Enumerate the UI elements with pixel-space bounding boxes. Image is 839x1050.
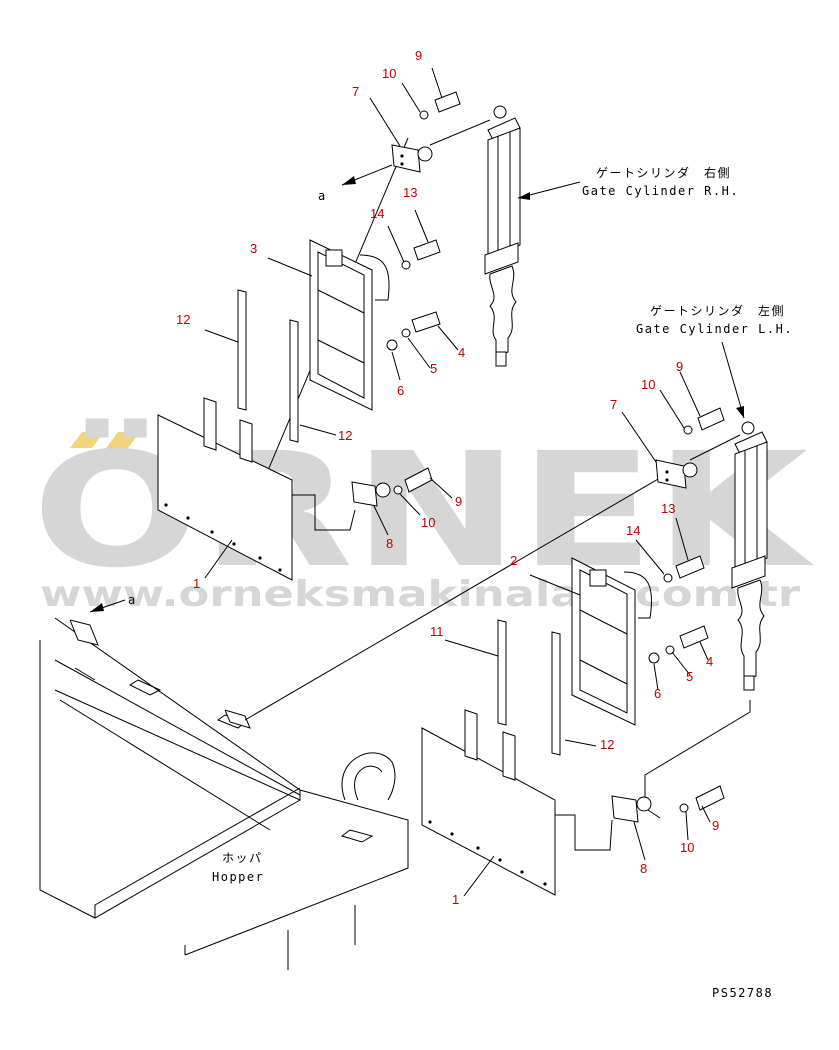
watermark-accent-left [70, 432, 104, 448]
callout-7: 7 [352, 84, 359, 99]
callout-4: 4 [458, 345, 465, 360]
callout-6: 6 [397, 383, 404, 398]
callout-7: 7 [610, 397, 617, 412]
callout-10: 10 [680, 840, 694, 855]
hopper-label-en: Hopper [212, 870, 264, 884]
callout-6: 6 [654, 686, 661, 701]
callout-9: 9 [712, 818, 719, 833]
callout-10: 10 [382, 66, 396, 81]
callout-14: 14 [370, 206, 384, 221]
callout-9: 9 [676, 359, 683, 374]
callout-8: 8 [386, 536, 393, 551]
view-marker-a: a [128, 593, 137, 607]
callout-5: 5 [430, 361, 437, 376]
callout-12: 12 [176, 312, 190, 327]
gate-cylinder-rh [484, 105, 521, 367]
callout-14: 14 [626, 523, 640, 538]
watermark-accent-right [106, 432, 140, 448]
watermark-url: www.orneksmakinalari.com.tr [40, 574, 800, 615]
callouts: 9 10 7 13 14 3 12 12 4 5 6 9 10 8 1 9 10… [176, 48, 719, 907]
callout-5: 5 [686, 669, 693, 684]
lower-gate-assembly [421, 341, 768, 896]
gate-cylinder-rh-jp: ゲートシリンダ 右側 [596, 165, 731, 180]
leader-lines [204, 67, 711, 897]
callout-10: 10 [641, 377, 655, 392]
gate-plate-lower [421, 727, 556, 896]
hopper-label-jp: ホッパ [222, 851, 263, 865]
callout-1: 1 [193, 576, 200, 591]
gate-cylinder-lh-en: Gate Cylinder L.H. [636, 322, 793, 336]
labels: a a ゲートシリンダ 右側 Gate Cylinder R.H. ゲートシリン… [128, 165, 793, 1000]
callout-2: 2 [510, 553, 517, 568]
callout-1: 1 [452, 892, 459, 907]
hopper [39, 617, 409, 970]
drawing-code: PS52788 [712, 986, 773, 1000]
callout-10: 10 [421, 515, 435, 530]
callout-3: 3 [250, 241, 257, 256]
callout-9: 9 [415, 48, 422, 63]
upper-gate-assembly [157, 91, 581, 581]
gate-cylinder-lh [731, 421, 768, 691]
gate-cylinder-rh-en: Gate Cylinder R.H. [582, 184, 739, 198]
callout-13: 13 [403, 185, 417, 200]
callout-12: 12 [338, 428, 352, 443]
callout-11: 11 [430, 624, 444, 639]
reference-lines [244, 119, 751, 851]
callout-12: 12 [600, 737, 614, 752]
view-marker-a: a [318, 189, 327, 203]
callout-4: 4 [706, 654, 713, 669]
callout-8: 8 [640, 861, 647, 876]
view-arrows [89, 164, 393, 613]
callout-9: 9 [455, 494, 462, 509]
callout-13: 13 [661, 501, 675, 516]
gate-cylinder-lh-jp: ゲートシリンダ 左側 [650, 303, 785, 318]
